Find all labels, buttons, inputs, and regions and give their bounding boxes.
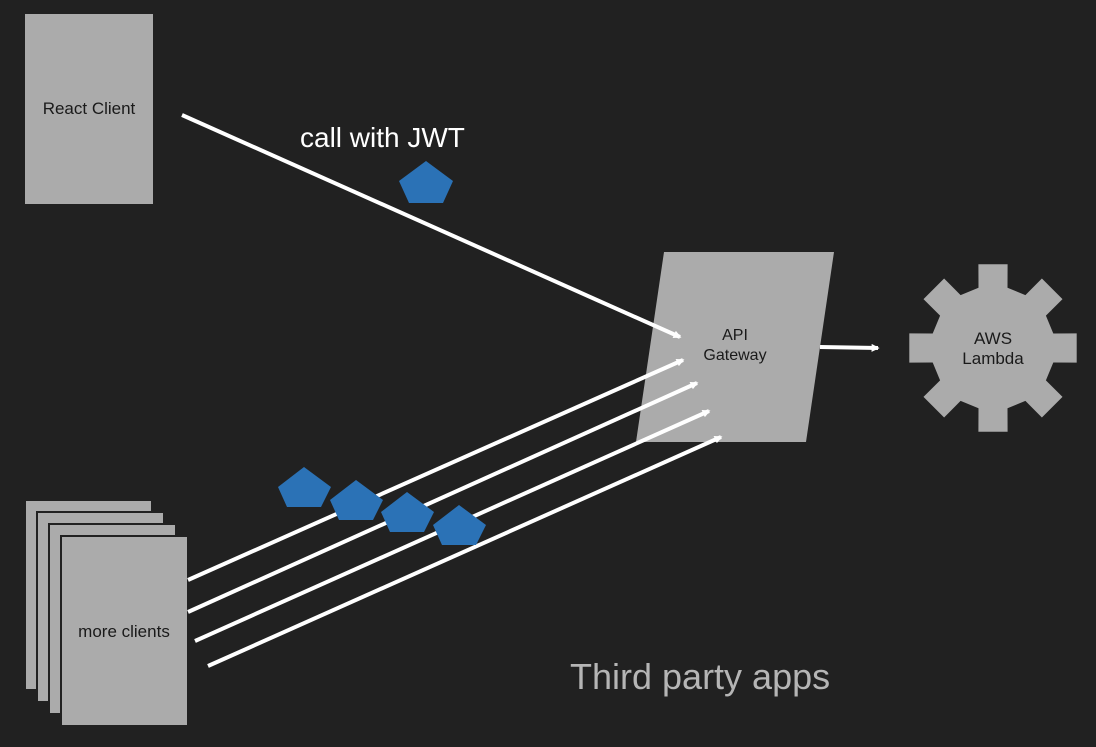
jwt-token-pentagon-icon [433, 505, 486, 545]
aws-lambda-label: AWS Lambda [928, 329, 1058, 369]
api-gateway-shape [636, 252, 834, 442]
jwt-token-pentagon-icon [381, 492, 434, 532]
aws-lambda-label-line1: AWS [973, 329, 1013, 348]
third-party-apps-caption: Third party apps [570, 656, 831, 697]
aws-lambda-label-line2: Lambda [962, 349, 1024, 368]
gear-icon [909, 264, 1077, 432]
arrow-client-1-to-gateway [187, 358, 685, 582]
api-gateway-label-line2: Gateway [703, 347, 767, 364]
arrow-client-4-to-gateway [207, 435, 723, 668]
jwt-token-pentagon-icon [278, 467, 331, 507]
call-with-jwt-label: call with JWT [300, 122, 465, 153]
jwt-token-pentagon-icon [399, 161, 453, 203]
more-clients-label: more clients [78, 622, 170, 641]
more-clients-stack [24, 499, 189, 727]
api-gateway-label-line1: API [722, 327, 748, 344]
jwt-token-pentagon-icon [330, 480, 383, 520]
arrow-gateway-to-lambda [819, 343, 880, 352]
arrow-client-2-to-gateway [187, 381, 699, 614]
api-gateway-label: API Gateway [660, 326, 810, 366]
react-client-box [25, 14, 153, 204]
aws-lambda-gear [909, 264, 1077, 432]
arrow-react-to-gateway [181, 113, 682, 339]
react-client-label: React Client [42, 99, 136, 118]
client-card-4 [60, 535, 189, 727]
jwt-tokens [278, 161, 486, 545]
